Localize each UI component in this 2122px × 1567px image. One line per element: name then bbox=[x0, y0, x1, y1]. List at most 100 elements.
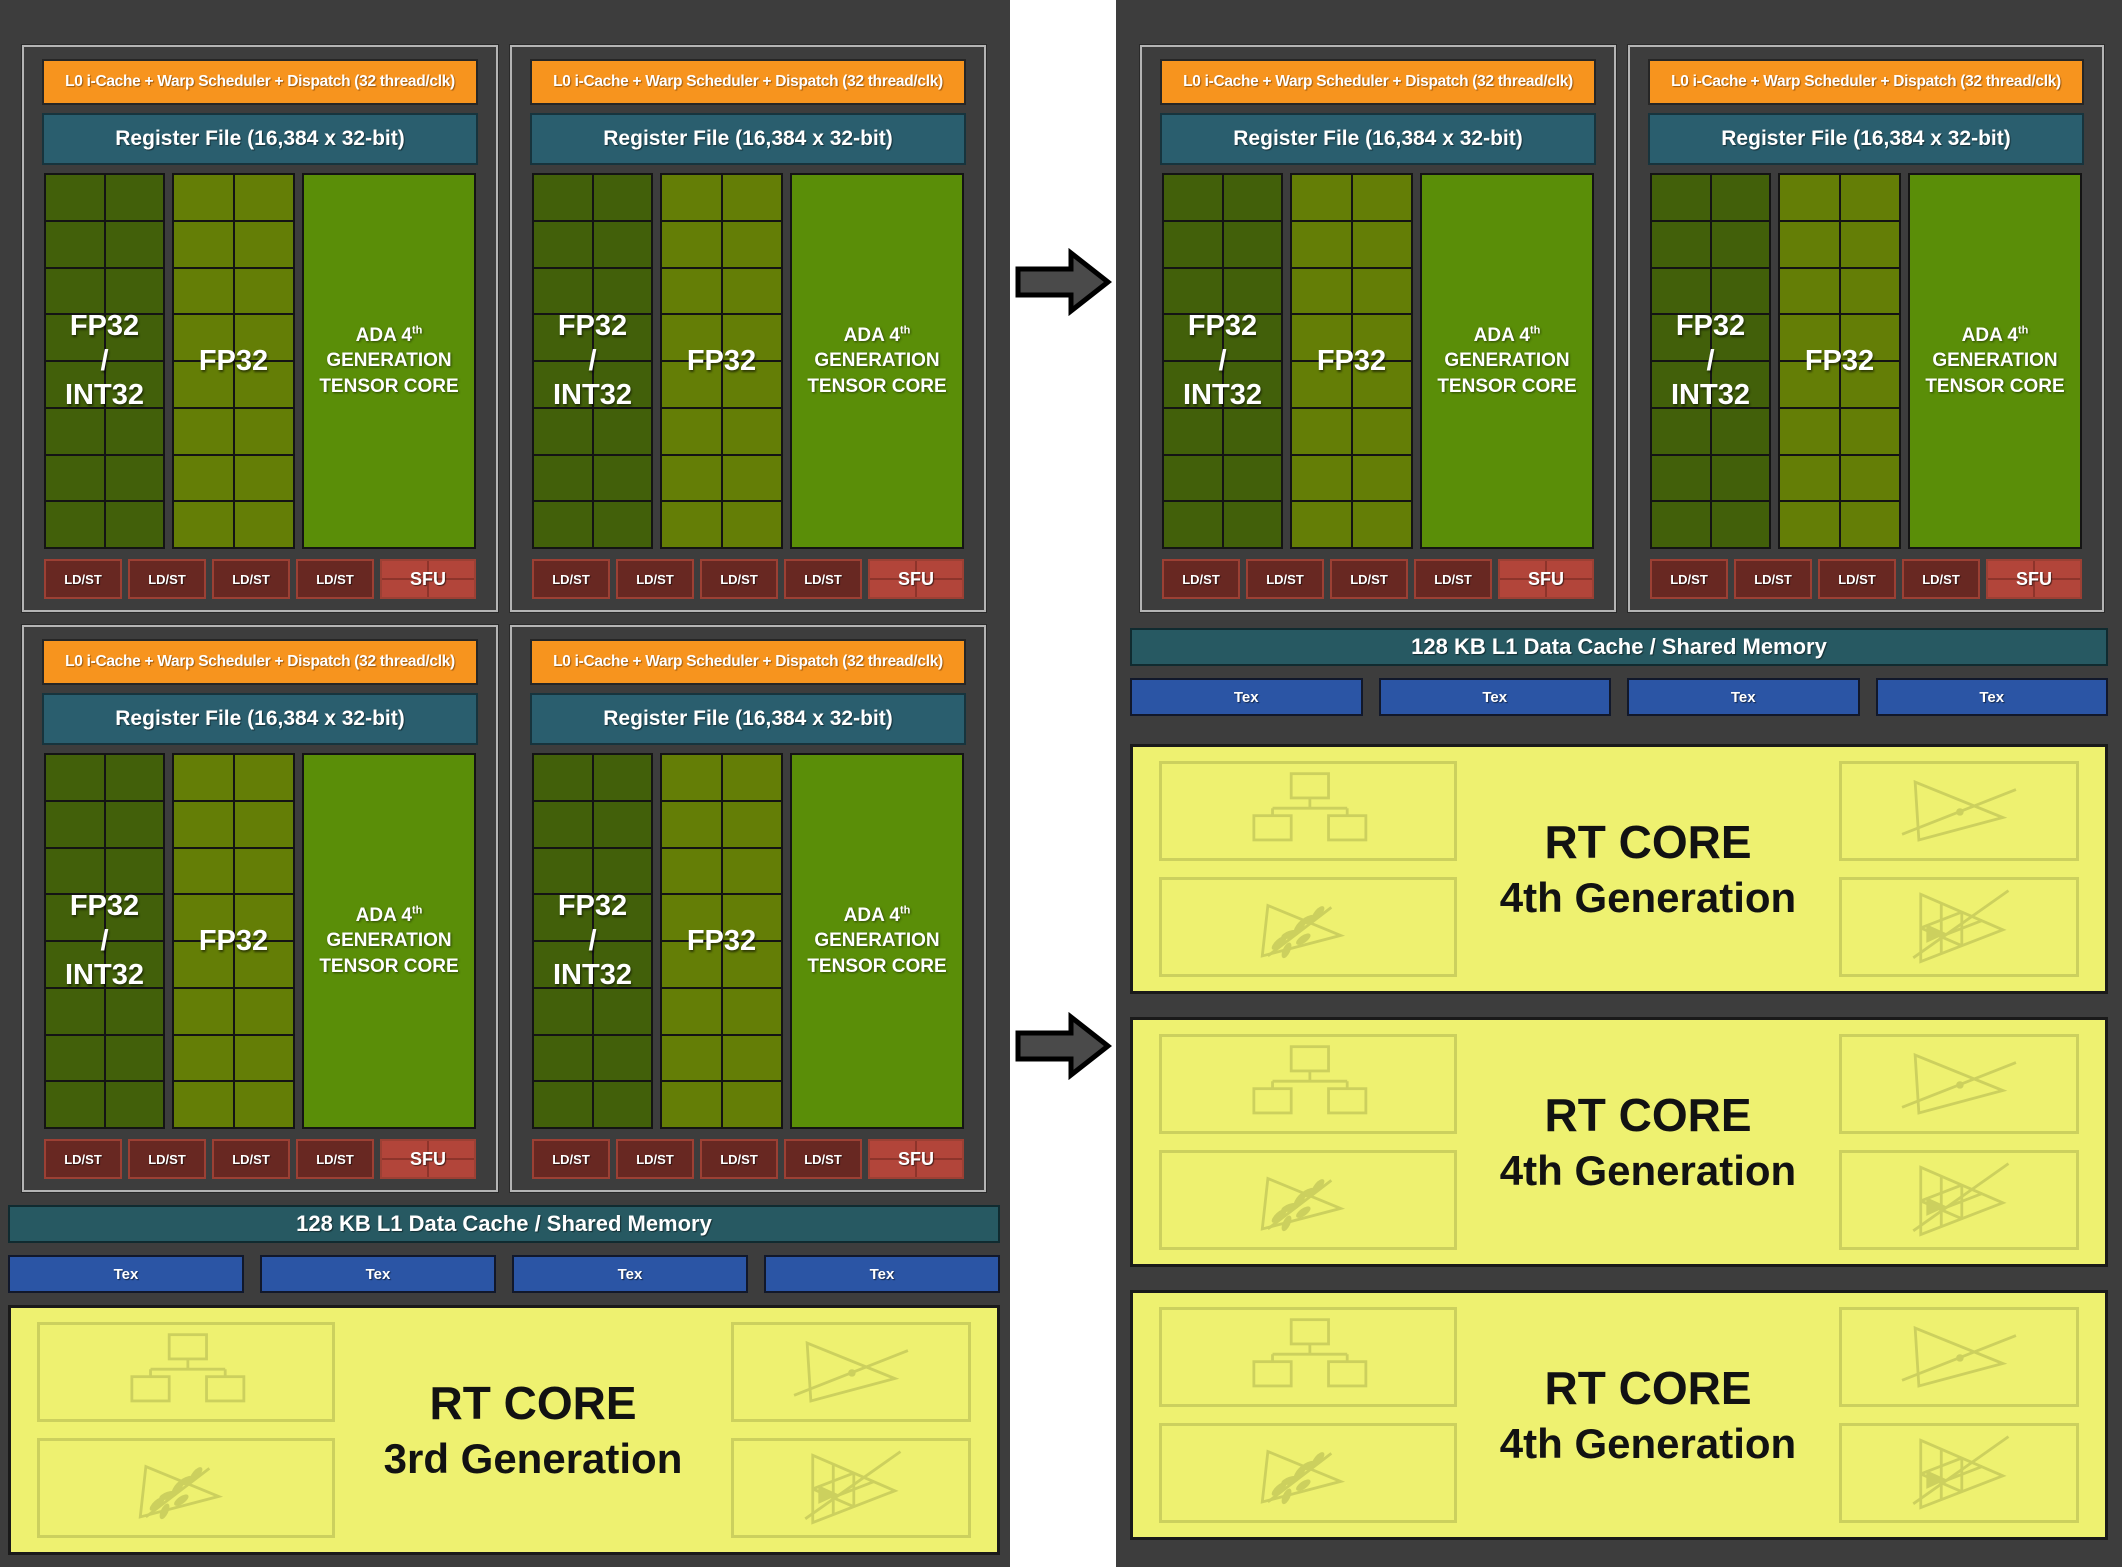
tensor-line1: ADA 4th bbox=[844, 903, 911, 929]
rt-core-3rd-gen: RT CORE 3rd Generation bbox=[8, 1305, 1000, 1555]
core-cell bbox=[234, 895, 293, 940]
core-cell bbox=[174, 315, 233, 360]
core-cell bbox=[46, 1035, 104, 1081]
rt-core-4th-gen: RT CORE 4th Generation bbox=[1130, 1290, 2108, 1540]
right-arrow-icon bbox=[1015, 1012, 1112, 1080]
sm-partition: L0 i-Cache + Warp Scheduler + Dispatch (… bbox=[509, 44, 987, 613]
core-cell bbox=[1780, 455, 1839, 501]
fp32-int32-line2: / bbox=[588, 344, 597, 377]
fp32-int32-line3: INT32 bbox=[1671, 379, 1750, 412]
core-cell bbox=[46, 175, 104, 220]
foliage-triangle-icon bbox=[1159, 877, 1457, 977]
core-cell bbox=[722, 221, 781, 267]
ldst-unit: LD/ST bbox=[212, 559, 290, 599]
core-columns: FP32 / INT32 FP32 ADA 4th GENERATION TEN… bbox=[532, 753, 964, 1129]
core-cell bbox=[105, 502, 163, 547]
core-cell bbox=[234, 455, 293, 501]
core-cell bbox=[534, 848, 592, 894]
ray-triangle-intersection-icon bbox=[1839, 761, 2079, 861]
ldst-unit: LD/ST bbox=[1330, 559, 1408, 599]
core-cell bbox=[1223, 502, 1281, 547]
core-cell bbox=[662, 408, 721, 454]
core-cell bbox=[722, 175, 781, 220]
tex-row: Tex Tex Tex Tex bbox=[1130, 678, 2108, 716]
core-cell bbox=[534, 895, 592, 940]
fp32-block: FP32 bbox=[172, 173, 295, 549]
fp32-int32-label: FP32 / INT32 bbox=[534, 175, 651, 547]
rt-icons-left bbox=[37, 1322, 335, 1538]
sm-partition: L0 i-Cache + Warp Scheduler + Dispatch (… bbox=[1139, 44, 1617, 613]
core-cell bbox=[46, 755, 104, 800]
core-cell bbox=[662, 1035, 721, 1081]
tensor-line1: ADA 4th bbox=[1962, 323, 2029, 349]
rt-core-inner: RT CORE 4th Generation bbox=[1159, 761, 2079, 977]
bvh-hierarchy-icon bbox=[1159, 761, 1457, 861]
tensor-line1: ADA 4th bbox=[1474, 323, 1541, 349]
ldst-unit: LD/ST bbox=[1902, 559, 1980, 599]
tensor-line1-sup: th bbox=[411, 324, 423, 337]
warp-scheduler-bar: L0 i-Cache + Warp Scheduler + Dispatch (… bbox=[1160, 59, 1596, 105]
micromesh-triangle-icon bbox=[1839, 1150, 2079, 1250]
core-cell bbox=[234, 502, 293, 547]
core-cell bbox=[722, 268, 781, 314]
tensor-line3: TENSOR CORE bbox=[319, 375, 459, 397]
register-file-label: Register File (16,384 x 32-bit) bbox=[603, 707, 893, 730]
core-cell bbox=[1652, 315, 1710, 360]
fp32-int32-block: FP32 / INT32 bbox=[1650, 173, 1771, 549]
core-cell bbox=[722, 895, 781, 940]
core-cell bbox=[1164, 221, 1222, 267]
core-cell bbox=[722, 502, 781, 547]
rt-core-inner: RT CORE 4th Generation bbox=[1159, 1034, 2079, 1250]
core-cell bbox=[662, 221, 721, 267]
register-file-label: Register File (16,384 x 32-bit) bbox=[115, 707, 405, 730]
core-cell bbox=[534, 175, 592, 220]
core-cell bbox=[1164, 362, 1222, 407]
rt-core-title: RT CORE bbox=[1544, 816, 1752, 868]
ldst-unit: LD/ST bbox=[128, 559, 206, 599]
fp32-int32-label: FP32 / INT32 bbox=[1164, 175, 1281, 547]
core-cell bbox=[1711, 221, 1769, 267]
fp32-int32-block: FP32 / INT32 bbox=[532, 753, 653, 1129]
core-cell bbox=[234, 268, 293, 314]
bvh-hierarchy-icon bbox=[1159, 1034, 1457, 1134]
fp32-block: FP32 bbox=[172, 753, 295, 1129]
core-cell bbox=[1780, 221, 1839, 267]
core-cell bbox=[1840, 408, 1899, 454]
core-cell bbox=[534, 1082, 592, 1127]
core-cell bbox=[105, 942, 163, 987]
warp-scheduler-bar: L0 i-Cache + Warp Scheduler + Dispatch (… bbox=[42, 59, 478, 105]
foliage-triangle-icon bbox=[1159, 1423, 1457, 1523]
rt-core-4th-gen: RT CORE 4th Generation bbox=[1130, 1017, 2108, 1267]
ldst-unit: LD/ST bbox=[532, 1139, 610, 1179]
core-cell bbox=[662, 502, 721, 547]
warp-scheduler-bar: L0 i-Cache + Warp Scheduler + Dispatch (… bbox=[42, 639, 478, 685]
tensor-line2: GENERATION bbox=[1932, 350, 2058, 372]
ldst-unit: LD/ST bbox=[616, 1139, 694, 1179]
warp-scheduler-label: L0 i-Cache + Warp Scheduler + Dispatch (… bbox=[1183, 73, 1573, 90]
rt-icons-right bbox=[1839, 761, 2079, 977]
core-cell bbox=[105, 315, 163, 360]
fp32-label: FP32 bbox=[174, 175, 293, 547]
register-file-label: Register File (16,384 x 32-bit) bbox=[1721, 127, 2011, 150]
core-cell bbox=[105, 848, 163, 894]
core-cell bbox=[593, 755, 651, 800]
core-cell bbox=[1711, 408, 1769, 454]
fp32-int32-line1: FP32 bbox=[69, 889, 140, 922]
core-cell bbox=[174, 175, 233, 220]
ldst-unit: LD/ST bbox=[212, 1139, 290, 1179]
register-file-bar: Register File (16,384 x 32-bit) bbox=[530, 693, 966, 745]
core-cell bbox=[1352, 221, 1411, 267]
fp32-int32-line1: FP32 bbox=[1187, 309, 1258, 342]
fp32-block: FP32 bbox=[660, 173, 783, 549]
core-cell bbox=[1292, 502, 1351, 547]
fp32-int32-line3: INT32 bbox=[65, 959, 144, 992]
core-cell bbox=[46, 848, 104, 894]
rt-core-title: RT CORE bbox=[1544, 1089, 1752, 1141]
ldst-unit: LD/ST bbox=[44, 1139, 122, 1179]
core-cell bbox=[722, 1082, 781, 1127]
fp32-line: FP32 bbox=[686, 924, 757, 957]
core-cell bbox=[593, 221, 651, 267]
core-cell bbox=[46, 942, 104, 987]
tensor-core-block: ADA 4th GENERATION TENSOR CORE bbox=[790, 753, 964, 1129]
core-cell bbox=[662, 848, 721, 894]
